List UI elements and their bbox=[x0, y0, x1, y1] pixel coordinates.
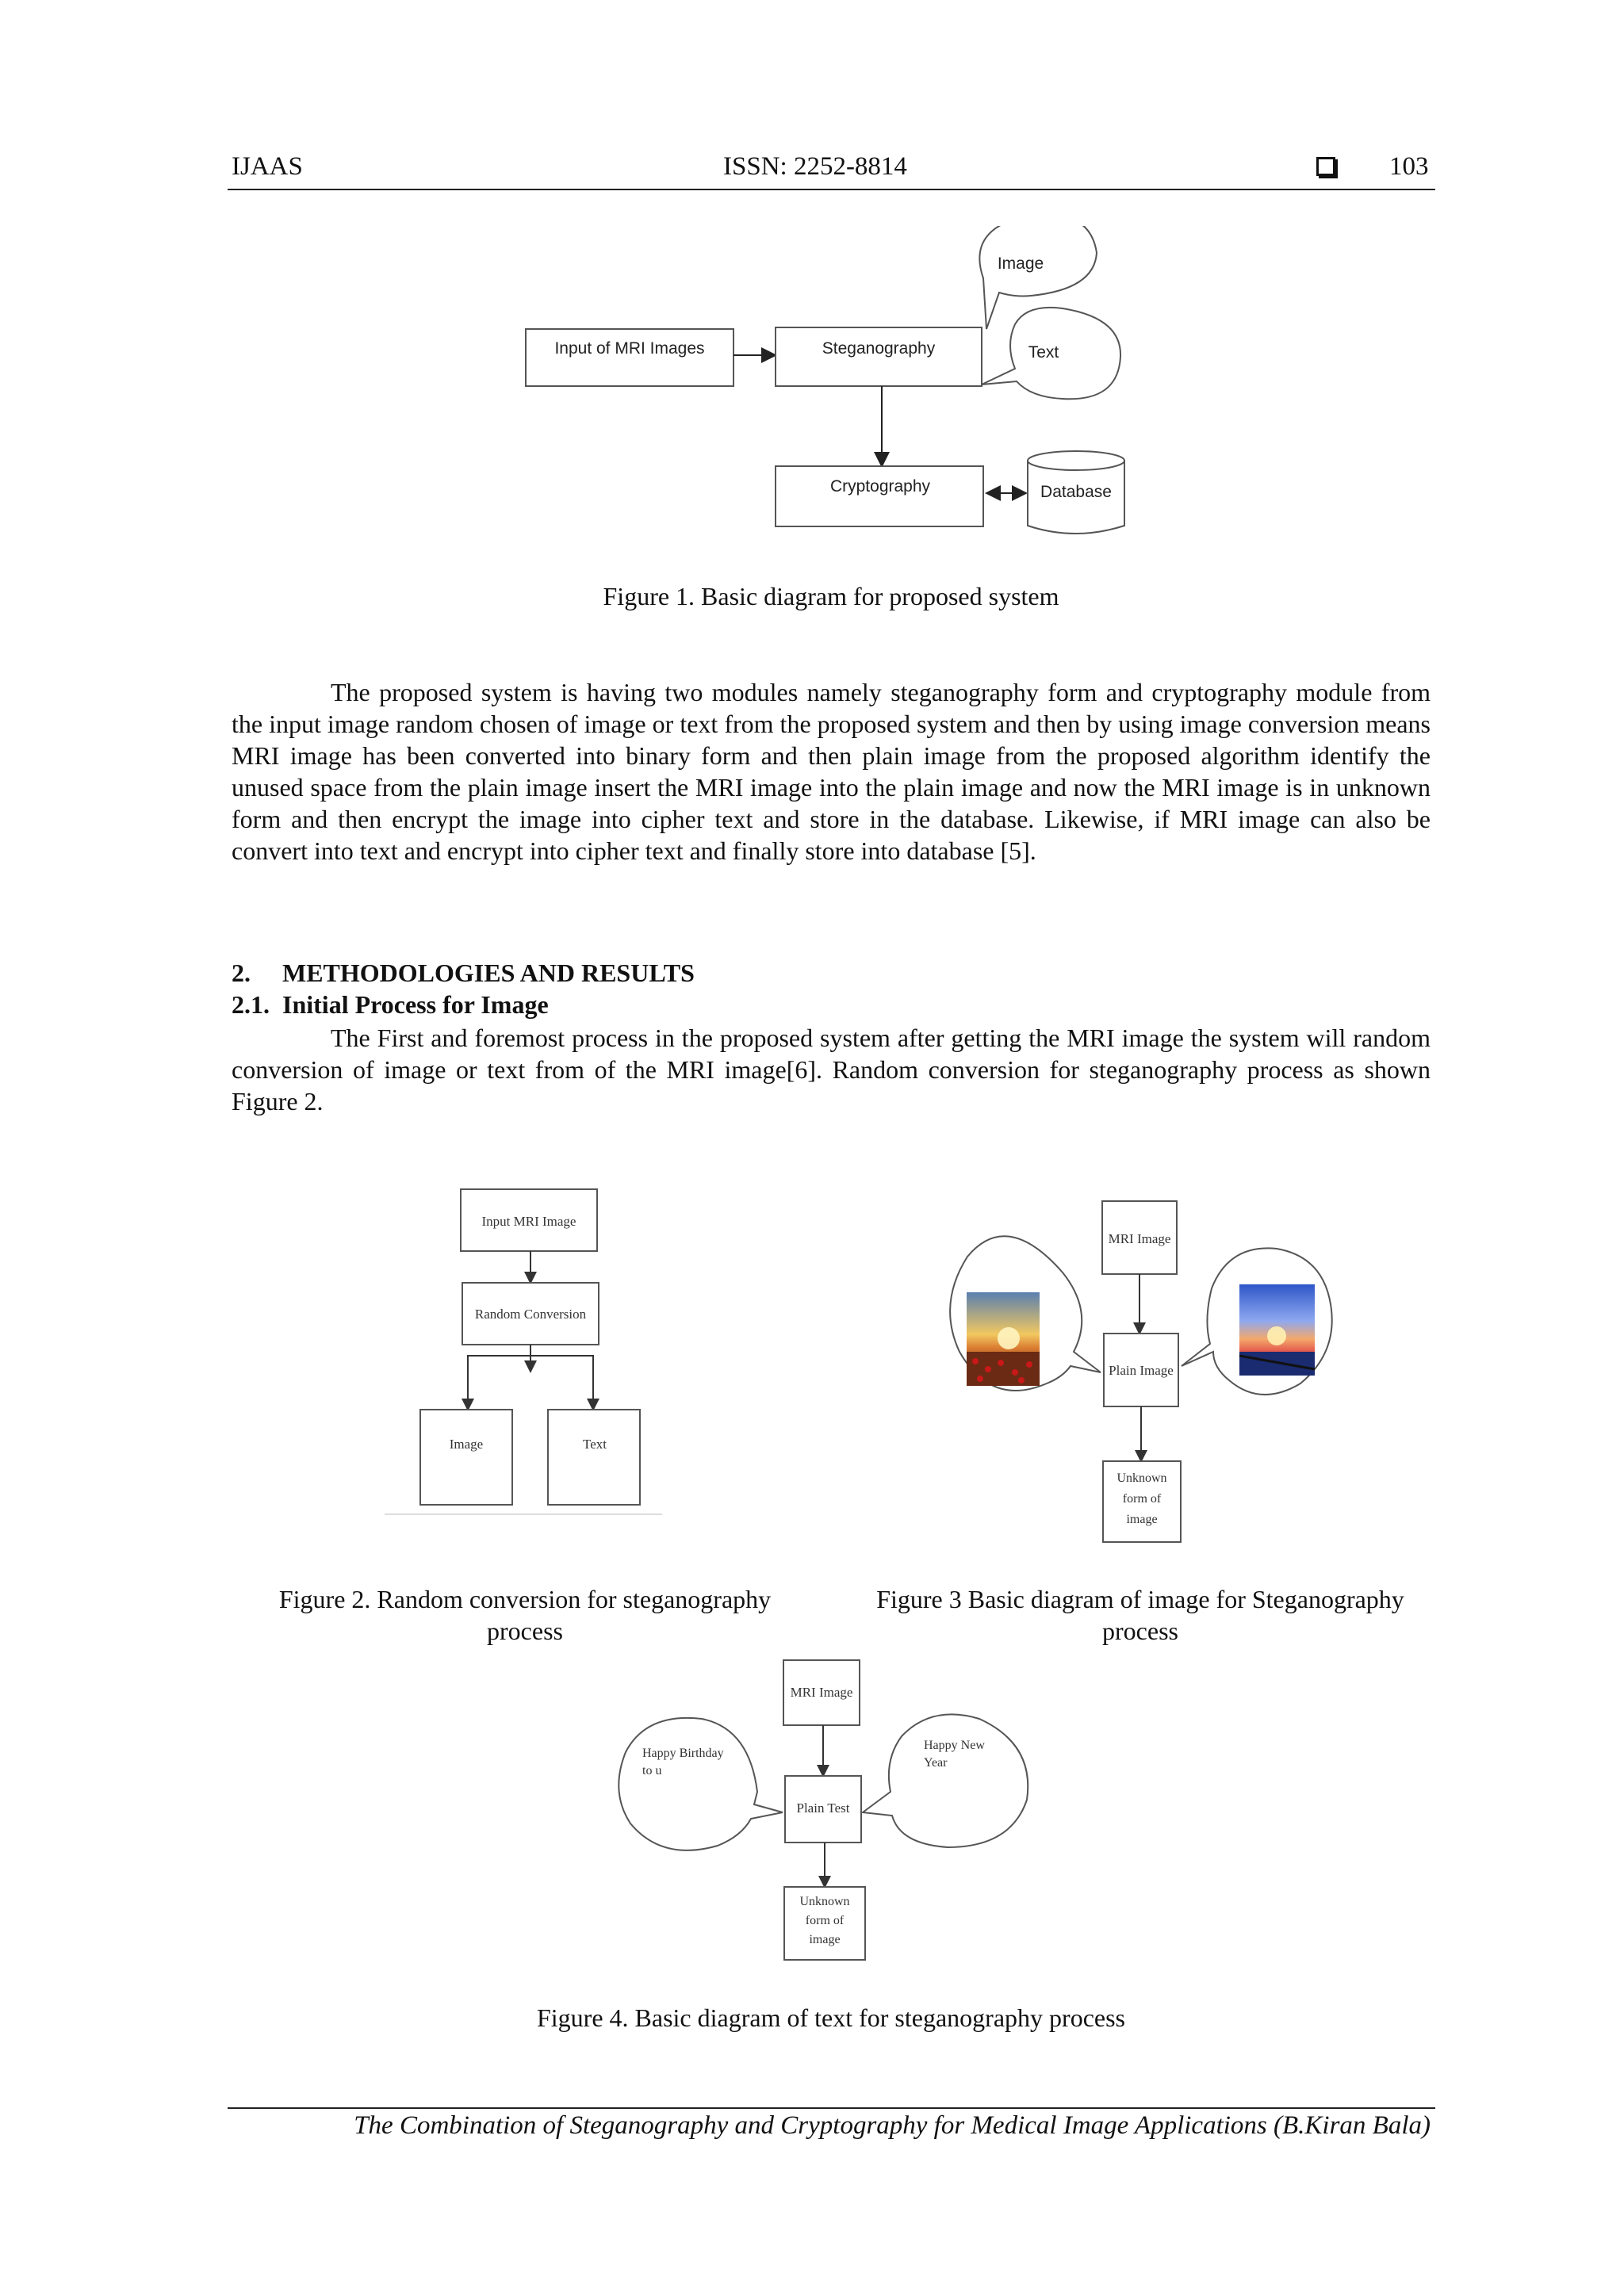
figure-1-caption: Figure 1. Basic diagram for proposed sys… bbox=[603, 582, 1059, 610]
happy-birthday-bubble: Happy Birthday to u bbox=[618, 1717, 783, 1851]
random-conversion-node: Random Conversion bbox=[462, 1282, 599, 1345]
svg-text:Input of MRI Images: Input of MRI Images bbox=[554, 339, 704, 358]
svg-text:Year: Year bbox=[924, 1756, 948, 1770]
svg-text:image: image bbox=[809, 1933, 840, 1946]
footer-rule bbox=[228, 2107, 1435, 2109]
body-paragraph: The proposed system is having two module… bbox=[232, 678, 1431, 865]
mri-image-node: MRI Image bbox=[783, 1659, 860, 1726]
input-mri-node: Input MRI Image bbox=[460, 1188, 598, 1252]
svg-text:to u: to u bbox=[642, 1764, 661, 1777]
right-image-bubble bbox=[1181, 1247, 1333, 1396]
plain-test-node: Plain Test bbox=[784, 1775, 862, 1843]
figure-3-diagram: MRI Image Plain Image Unknown form of im… bbox=[949, 1200, 1333, 1543]
svg-text:Text: Text bbox=[583, 1437, 607, 1452]
svg-text:Image: Image bbox=[998, 254, 1044, 273]
input-mri-node: Input of MRI Images bbox=[525, 328, 734, 387]
journal-name: IJAAS bbox=[232, 152, 303, 181]
svg-text:Unknown: Unknown bbox=[799, 1895, 849, 1908]
svg-text:Steganography: Steganography bbox=[822, 339, 936, 358]
mri-image-node: MRI Image bbox=[1101, 1200, 1178, 1275]
svg-text:Input MRI Image: Input MRI Image bbox=[482, 1214, 576, 1229]
database-cylinder: Database bbox=[1027, 450, 1125, 534]
svg-text:Text: Text bbox=[1028, 343, 1059, 362]
text-bubble: Text bbox=[981, 306, 1122, 400]
steganography-node: Steganography bbox=[775, 327, 982, 387]
happy-new-year-bubble: Happy New Year bbox=[860, 1713, 1029, 1849]
unknown-form-node: Unknown form of image bbox=[1102, 1460, 1182, 1543]
header-rule bbox=[228, 189, 1435, 190]
svg-text:MRI Image: MRI Image bbox=[791, 1685, 853, 1700]
section-heading: 2.METHODOLOGIES AND RESULTS bbox=[232, 959, 695, 987]
svg-text:image: image bbox=[1126, 1513, 1157, 1526]
subsection-heading: 2.1. Initial Process for Image bbox=[232, 990, 549, 1019]
figure-2-caption: Figure 2. Random conversion for steganog… bbox=[278, 1585, 772, 1645]
figure-2-diagram: Input MRI Image Random Conversion Image … bbox=[385, 1188, 662, 1515]
unknown-form-node: Unknown form of image bbox=[783, 1886, 866, 1961]
svg-text:Plain Test: Plain Test bbox=[797, 1800, 850, 1816]
svg-text:Image: Image bbox=[450, 1437, 483, 1452]
svg-text:Happy New: Happy New bbox=[924, 1739, 985, 1752]
figure-1-diagram: Input of MRI Images Steganography Image … bbox=[525, 226, 1125, 534]
page-number: 103 bbox=[1389, 152, 1429, 181]
svg-text:Random Conversion: Random Conversion bbox=[475, 1307, 587, 1322]
running-title: The Combination of Steganography and Cry… bbox=[354, 2111, 1431, 2140]
plain-image-node: Plain Image bbox=[1103, 1333, 1179, 1407]
svg-text:MRI Image: MRI Image bbox=[1109, 1231, 1171, 1246]
svg-text:Database: Database bbox=[1040, 483, 1112, 501]
svg-text:form of: form of bbox=[1123, 1492, 1162, 1506]
svg-text:Cryptography: Cryptography bbox=[830, 477, 931, 496]
cryptography-node: Cryptography bbox=[775, 465, 984, 527]
image-node: Image bbox=[419, 1409, 513, 1506]
checkbox-icon bbox=[1316, 157, 1335, 176]
svg-text:Plain Image: Plain Image bbox=[1109, 1363, 1174, 1378]
svg-text:Unknown: Unknown bbox=[1116, 1471, 1166, 1485]
svg-text:form of: form of bbox=[806, 1914, 845, 1927]
svg-text:Happy Birthday: Happy Birthday bbox=[642, 1747, 724, 1760]
figure-3-caption: Figure 3 Basic diagram of image for Steg… bbox=[876, 1585, 1404, 1645]
left-image-bubble bbox=[949, 1235, 1101, 1391]
figure-4-diagram: MRI Image Plain Test Unknown form of ima… bbox=[618, 1659, 1029, 1961]
issn: ISSN: 2252-8814 bbox=[723, 152, 907, 181]
image-bubble: Image bbox=[979, 226, 1098, 330]
text-node: Text bbox=[547, 1409, 641, 1506]
sunset-photo-1 bbox=[967, 1292, 1040, 1386]
figure-4-caption: Figure 4. Basic diagram of text for steg… bbox=[536, 2003, 1125, 2032]
sunset-photo-2 bbox=[1239, 1284, 1316, 1376]
body-paragraph: The First and foremost process in the pr… bbox=[232, 1024, 1431, 1115]
